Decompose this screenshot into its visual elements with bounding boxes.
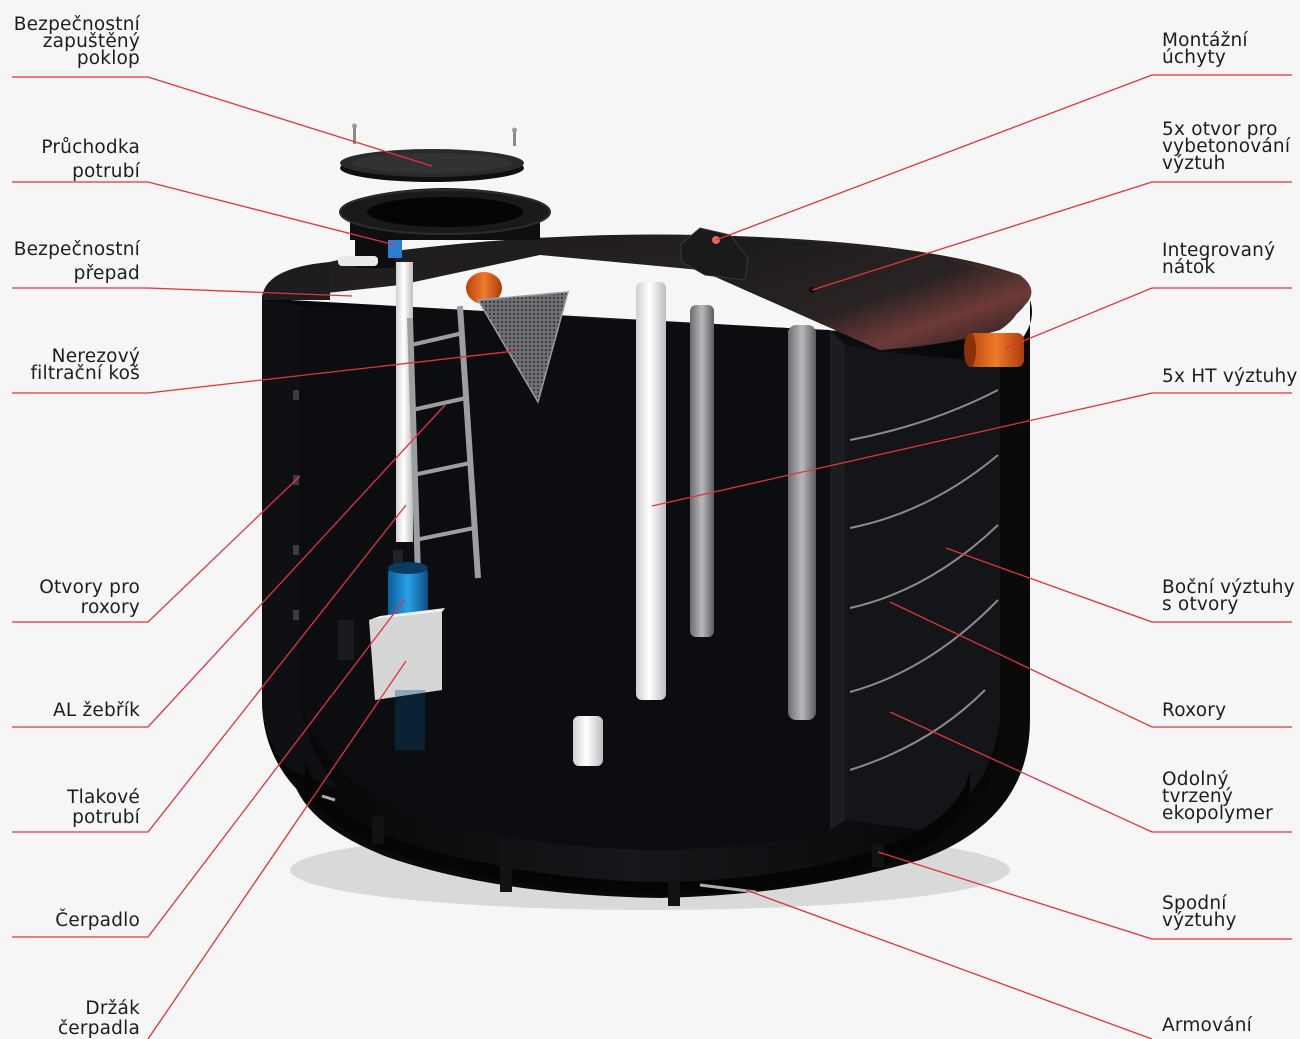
ht-pillar-base xyxy=(573,716,603,766)
leader-tlakove xyxy=(12,504,407,833)
leader-drzak xyxy=(147,660,407,1039)
label-odolny-tvrzeny-ekopolymer: Odolný tvrzený ekopolymer xyxy=(1162,769,1273,824)
label-al-zebrik: AL žebřík xyxy=(53,700,140,721)
leader-cerpadlo xyxy=(12,598,406,938)
side-ribs xyxy=(849,389,999,771)
leader-uchyty xyxy=(715,74,1292,241)
label-bezpecnostni-prepad: Bezpečnostní přepad xyxy=(13,239,140,284)
ladder xyxy=(407,305,481,579)
label-pruchodka-potrubi: Průchodka potrubí xyxy=(41,137,140,182)
label-spodni-vyztuhy: Spodní výztuhy xyxy=(1162,893,1237,931)
label-bocni-vyztuhy-s-otvory: Boční výztuhy s otvory xyxy=(1162,577,1295,615)
leader-bocni xyxy=(945,547,1292,623)
leader-vybetonovani xyxy=(811,181,1292,291)
leader-spodni xyxy=(877,851,1292,940)
tank-right-wall xyxy=(845,345,1000,830)
tank-base-ring xyxy=(305,760,970,895)
inlet-left xyxy=(466,272,502,304)
ht-pillar-2 xyxy=(690,305,714,637)
manhole-neck xyxy=(339,188,551,268)
label-otvory-pro-roxory: Otvory pro roxory xyxy=(39,577,140,618)
filter-basket xyxy=(476,291,570,404)
label-ht-vyztuhy: 5x HT výztuhy xyxy=(1162,366,1298,387)
label-integrovany-natok: Integrovaný nátok xyxy=(1162,240,1276,278)
label-armovani: Armování xyxy=(1162,1015,1253,1036)
label-montazni-uchyty: Montážní úchyty xyxy=(1162,30,1248,68)
ht-pillar-1 xyxy=(636,282,666,700)
label-cerpadlo: Čerpadlo xyxy=(55,910,140,931)
ht-pillar-3 xyxy=(788,325,816,720)
leader-zebrik xyxy=(12,404,446,728)
label-drzak-cerpadla: Držák čerpadla xyxy=(57,998,140,1039)
label-roxory: Roxory xyxy=(1162,700,1227,721)
leader-ht xyxy=(651,392,1292,507)
manhole-lid xyxy=(340,123,524,182)
leader-prepad xyxy=(12,287,353,297)
leader-ekopolymer xyxy=(889,711,1292,833)
leader-armovani xyxy=(745,889,1153,1039)
label-tlakove-potrubi: Tlakové potrubí xyxy=(67,787,140,828)
leader-kos xyxy=(12,350,516,394)
leader-lines xyxy=(12,74,1292,1039)
tank-interior-wall xyxy=(300,305,830,850)
inlet-right xyxy=(964,333,1024,367)
label-bezpecnostni-zapusteny-poklop: Bezpečnostní zapuštěný poklop xyxy=(13,14,140,69)
mounting-bracket xyxy=(679,227,749,281)
tank-wall xyxy=(262,285,1032,898)
pump-holder xyxy=(369,608,445,750)
leader-otvory xyxy=(12,475,301,623)
leader-natok xyxy=(1005,287,1292,349)
bottom-feet xyxy=(372,816,884,906)
tank-illustration xyxy=(262,123,1032,910)
leader-roxory xyxy=(889,601,1292,728)
overflow-pipe xyxy=(338,256,378,266)
label-otvor-pro-vybetonovani-vyztuh: 5x otvor pro vybetonování výztuh xyxy=(1162,119,1291,174)
leader-pruchodka xyxy=(12,181,396,246)
leader-poklop xyxy=(12,76,433,167)
label-nerezovy-filtracni-kos: Nerezový filtrační koš xyxy=(30,346,140,384)
